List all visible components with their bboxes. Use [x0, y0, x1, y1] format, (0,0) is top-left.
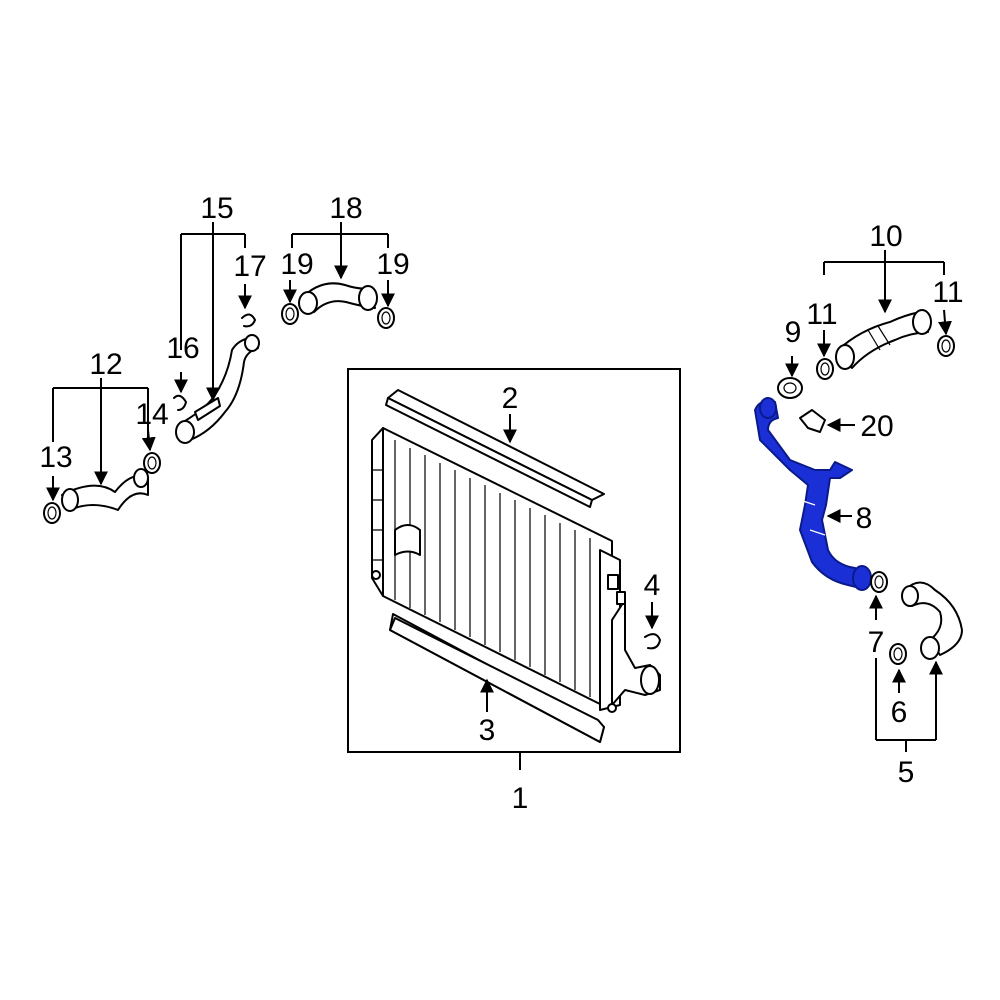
- hose-5-group[interactable]: [889, 581, 963, 665]
- callout-8: 8: [856, 502, 873, 535]
- callout-6: 6: [891, 696, 908, 729]
- callout-7: 7: [868, 626, 885, 659]
- callout-18: 18: [329, 192, 362, 225]
- lower-seal-strip[interactable]: [389, 613, 605, 743]
- ring-17[interactable]: [241, 313, 256, 328]
- callout-2: 2: [502, 382, 519, 415]
- callout-17: 17: [233, 250, 266, 283]
- callout-13: 13: [39, 441, 72, 474]
- leaders-10: [817, 250, 952, 358]
- leaders-18: [283, 222, 395, 308]
- intercooler-assembly[interactable]: [347, 368, 681, 753]
- callout-14: 14: [135, 398, 168, 431]
- bracket-20[interactable]: [799, 409, 826, 433]
- ring-11-right[interactable]: [937, 335, 955, 357]
- ring-19-right[interactable]: [377, 307, 395, 329]
- hose-12-group[interactable]: [43, 452, 161, 524]
- callout-20: 20: [860, 410, 893, 443]
- ring-13[interactable]: [43, 502, 61, 524]
- clamp-16[interactable]: [173, 394, 187, 411]
- clip-4[interactable]: [644, 633, 661, 650]
- leaders-15: [174, 222, 252, 402]
- clamp-9[interactable]: [777, 377, 803, 399]
- callout-10: 10: [869, 220, 902, 253]
- ring-6[interactable]: [889, 643, 907, 665]
- callout-5: 5: [898, 756, 915, 789]
- callout-19-left: 19: [280, 248, 313, 281]
- callout-15: 15: [200, 192, 233, 225]
- ring-14[interactable]: [143, 452, 161, 474]
- callout-11-left: 11: [806, 298, 837, 331]
- hose-10-group[interactable]: [816, 309, 955, 380]
- hose-18-group[interactable]: [281, 282, 395, 329]
- pipe-8-highlighted[interactable]: [754, 397, 872, 591]
- callout-4: 4: [644, 569, 661, 602]
- callout-19-right: 19: [376, 248, 409, 281]
- callout-9: 9: [785, 316, 802, 349]
- callout-11-right: 11: [932, 276, 963, 309]
- upper-seal-strip[interactable]: [385, 389, 605, 508]
- leaders-left: [46, 378, 156, 502]
- callout-12: 12: [89, 348, 122, 381]
- assembly-frame: [347, 368, 681, 753]
- ring-19-left[interactable]: [281, 303, 299, 325]
- leaders-right-lower: [785, 356, 943, 752]
- callout-16: 16: [166, 332, 199, 365]
- callout-3: 3: [479, 714, 496, 747]
- ring-7[interactable]: [870, 571, 888, 593]
- callout-1: 1: [512, 782, 529, 815]
- leaders-assembly: [480, 414, 659, 770]
- intercooler-core[interactable]: [371, 427, 661, 713]
- callout-labels: 1 2 3 4 5 6 7 8 9 10 11 11 12 13 14 15 1…: [39, 192, 963, 815]
- ring-11-left[interactable]: [816, 358, 834, 380]
